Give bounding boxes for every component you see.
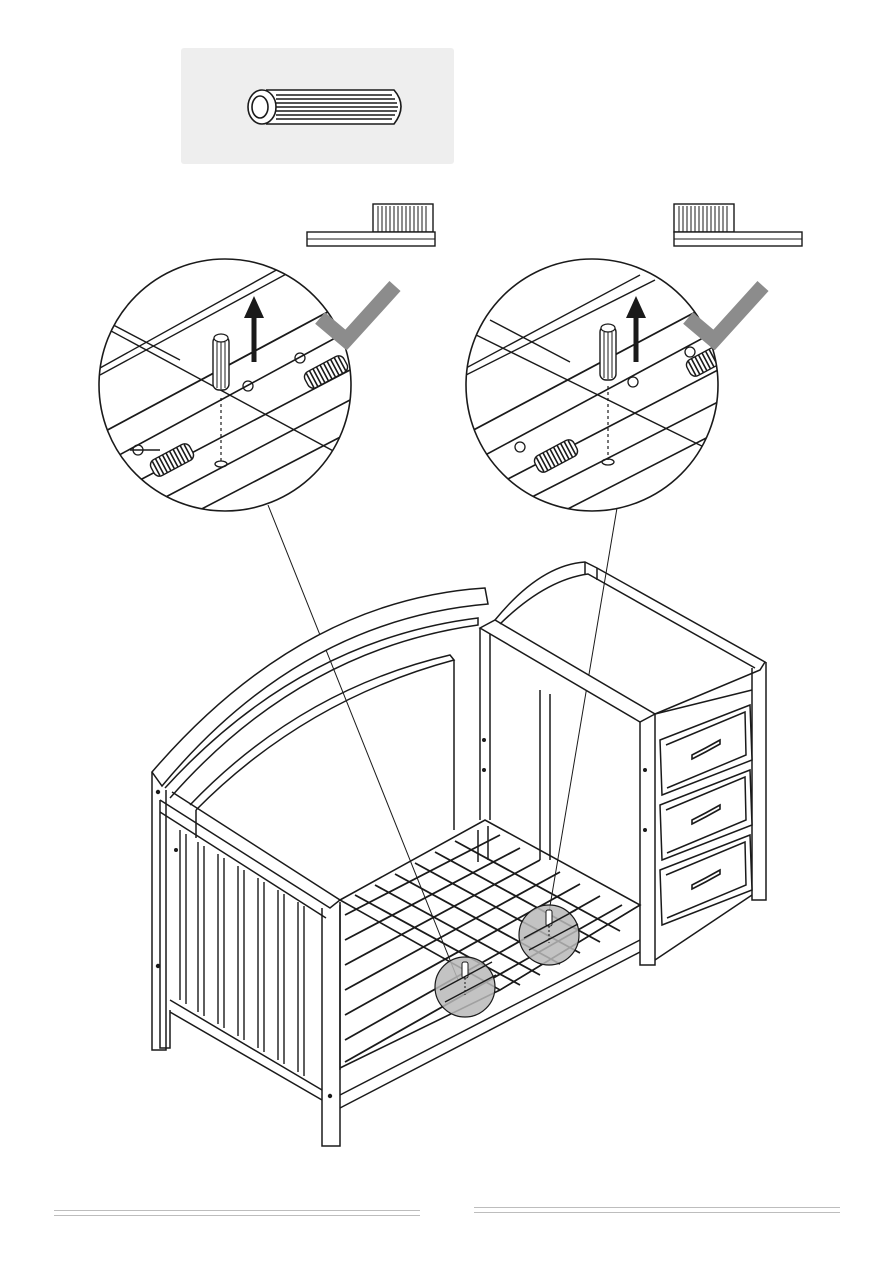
leader-line-left (268, 505, 458, 980)
check-mark-icon-right (688, 286, 763, 340)
check-mark-icon-left (320, 286, 395, 340)
dowel-location-highlight-right (519, 905, 579, 965)
footer-rule-left (54, 1210, 420, 1216)
crib-with-changing-table-icon (152, 562, 766, 1146)
footer-rule-right (474, 1207, 840, 1213)
leader-line-right (548, 508, 617, 918)
dowel-location-highlight-left (435, 957, 496, 1017)
detail-circle-left (99, 259, 351, 515)
